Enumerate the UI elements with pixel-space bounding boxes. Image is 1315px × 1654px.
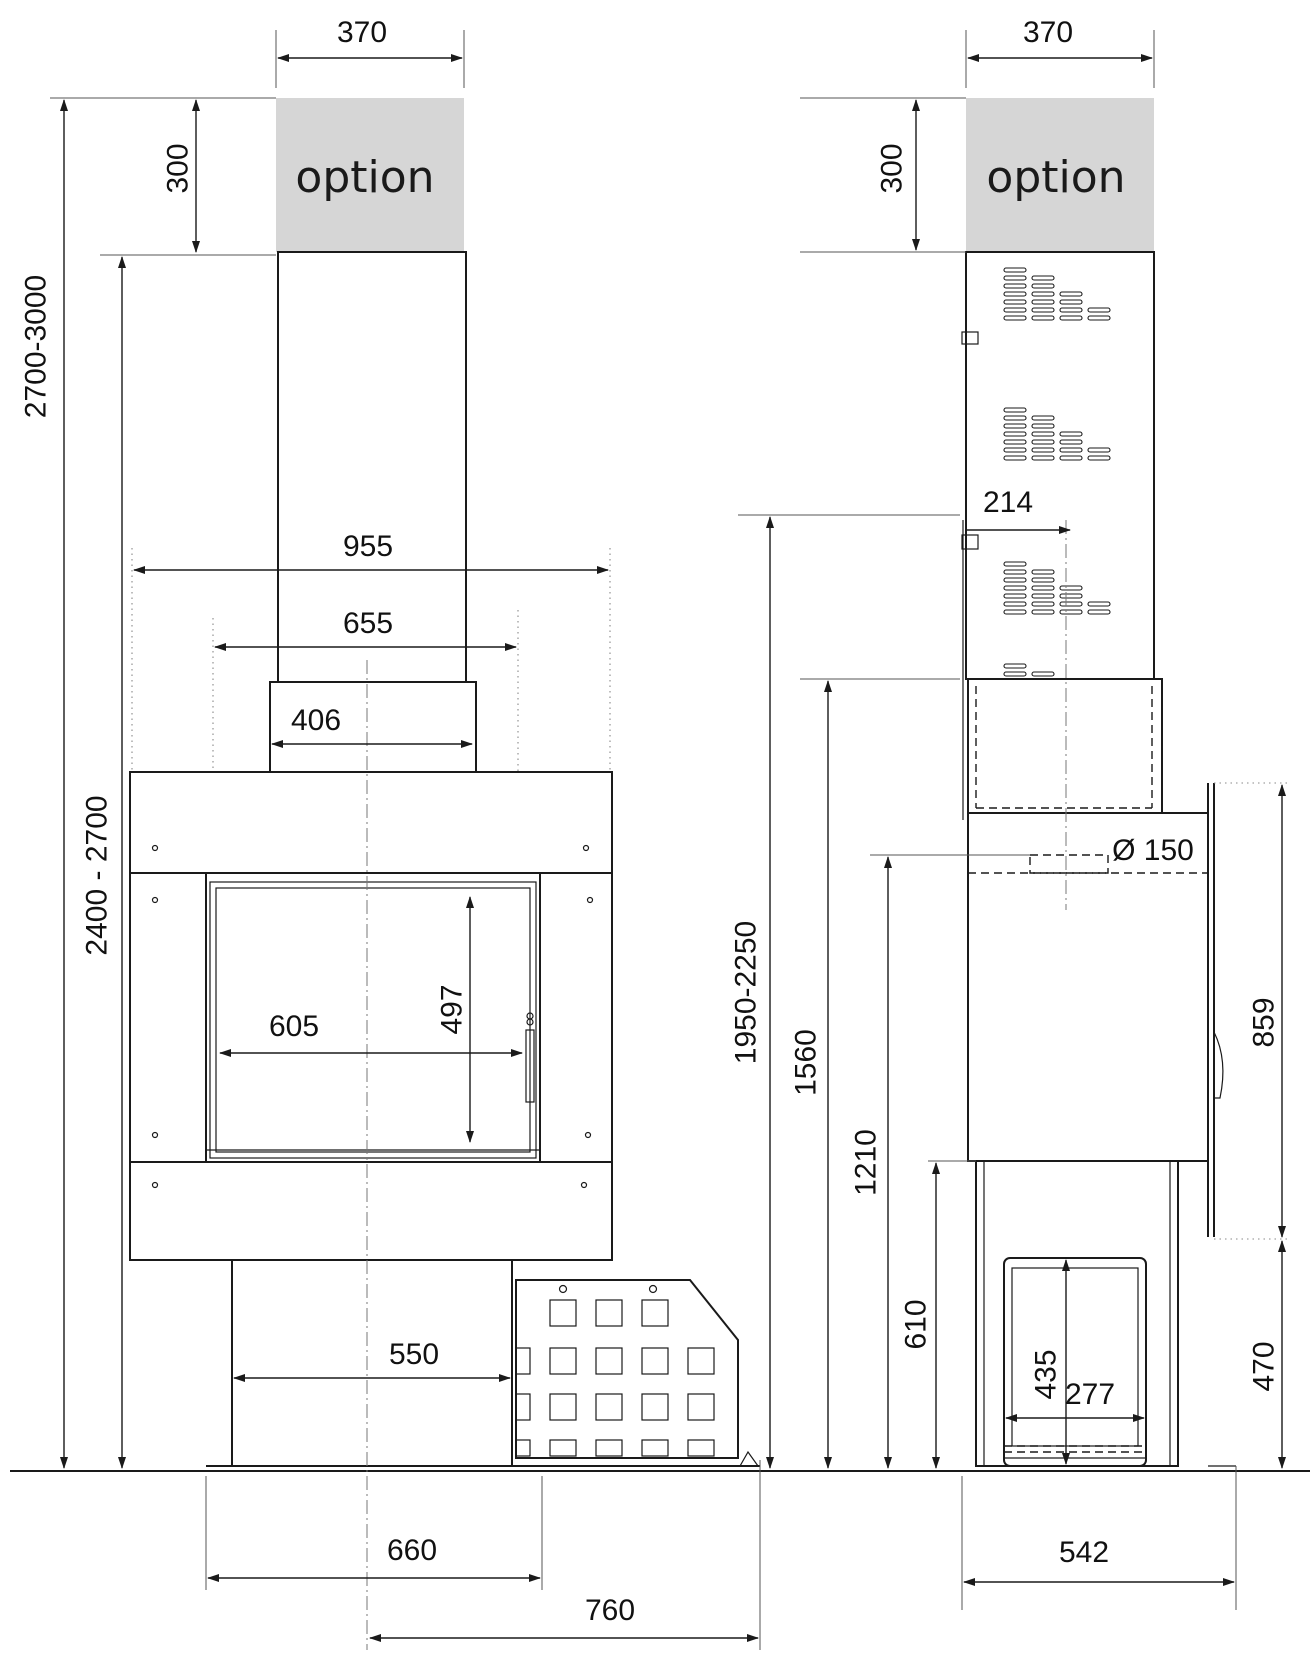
- dim-front-glass-height: 497: [436, 984, 469, 1034]
- dim-side-flue-offset: 214: [983, 486, 1033, 519]
- dim-front-inner-width: 655: [343, 607, 393, 640]
- side-vent-slots: [1003, 267, 1111, 677]
- dim-front-base-width: 550: [389, 1338, 439, 1371]
- side-ash-door: [1003, 1257, 1147, 1467]
- dim-side-depth: 542: [1059, 1536, 1109, 1569]
- front-view: option: [20, 16, 761, 1650]
- dim-front-option-height: 300: [162, 143, 195, 193]
- dim-side-collar-height: 1560: [790, 1029, 823, 1096]
- side-view: option: [730, 16, 1290, 1610]
- dim-front-glass-width: 605: [269, 1010, 319, 1043]
- dim-side-ash-door-height: 435: [1030, 1349, 1063, 1399]
- dim-side-outlet-height: 1210: [850, 1129, 883, 1196]
- dim-side-top-width: 370: [1023, 16, 1073, 49]
- side-option-box: [966, 98, 1154, 252]
- dim-front-flue-width: 406: [291, 704, 341, 737]
- dim-front-total-height: 2700-3000: [20, 275, 53, 418]
- side-outlet: [1029, 854, 1109, 874]
- dim-side-connection-height: 1950-2250: [730, 921, 763, 1064]
- dim-front-stove-height: 2400 - 2700: [81, 795, 114, 955]
- front-glass: [215, 887, 531, 1153]
- dim-side-ash-height: 610: [900, 1299, 933, 1349]
- side-base: [975, 1160, 1179, 1467]
- side-option-label: option: [986, 152, 1125, 203]
- front-option-box: [276, 98, 464, 252]
- dim-front-plate-depth: 760: [585, 1594, 635, 1627]
- front-wood-storage: [515, 1279, 739, 1459]
- side-chimney: [965, 251, 1155, 680]
- front-vent-grid: [515, 1299, 715, 1457]
- dim-side-ash-door-width: 277: [1065, 1378, 1115, 1411]
- dim-side-outlet-diameter: Ø 150: [1112, 834, 1194, 867]
- dim-side-option-height: 300: [876, 143, 909, 193]
- front-base: [231, 1259, 513, 1467]
- front-option-label: option: [295, 152, 434, 203]
- dim-side-door-height: 859: [1248, 997, 1281, 1047]
- dim-front-top-width: 370: [337, 16, 387, 49]
- dim-side-floor-to-door: 470: [1248, 1341, 1281, 1391]
- front-door: [205, 872, 541, 1163]
- dim-front-outer-width: 955: [343, 530, 393, 563]
- dim-front-plate-width: 660: [387, 1534, 437, 1567]
- side-flue-collar: [967, 678, 1163, 814]
